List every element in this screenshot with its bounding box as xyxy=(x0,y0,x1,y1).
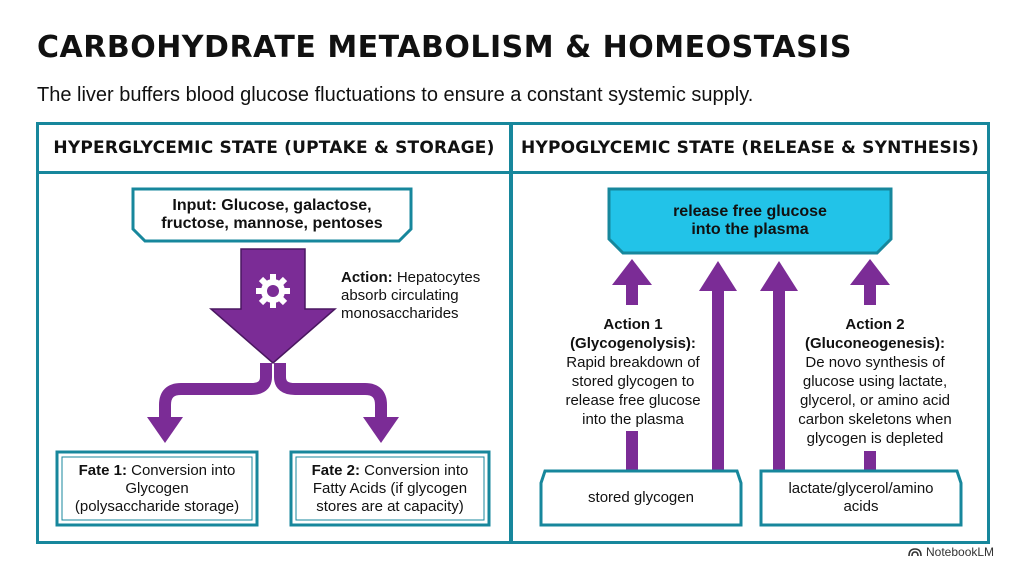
right-diagram-graphics xyxy=(539,187,963,527)
hyperglycemic-panel: HYPERGLYCEMIC STATE (UPTAKE & STORAGE) xyxy=(36,122,512,544)
notebooklm-logo-icon xyxy=(908,548,922,557)
hypoglycemic-panel: HYPOGLYCEMIC STATE (RELEASE & SYNTHESIS)… xyxy=(510,122,990,544)
substrates-box xyxy=(759,469,963,527)
fate1-box-inner xyxy=(61,456,253,521)
uptake-action-text: Action: Hepatocytes absorb circulating m… xyxy=(341,269,481,322)
fate2-text: Fate 2: Conversion into Fatty Acids (if … xyxy=(311,462,469,515)
input-text: Input: Glucose, galactose,fructose, mann… xyxy=(161,197,383,232)
hypoglycemic-header: HYPOGLYCEMIC STATE (RELEASE & SYNTHESIS) xyxy=(513,125,987,174)
gluconeogenesis-release-arrowhead xyxy=(760,261,798,291)
left-diagram-graphics xyxy=(55,187,491,527)
glycogenolysis-arrowhead xyxy=(612,259,652,285)
stored-glycogen-box xyxy=(539,469,743,527)
glycogen-release-arrow-shaft xyxy=(712,287,724,471)
input-box xyxy=(131,187,413,243)
glycogenolysis-text: Action 1 (Glycogenolysis): Rapid breakdo… xyxy=(565,316,701,428)
gluconeogenesis-release-arrow-shaft xyxy=(773,287,785,471)
split-arrowhead-right xyxy=(363,417,399,443)
watermark-text: NotebookLM xyxy=(926,545,995,559)
fate2-box-inner xyxy=(295,456,485,521)
glycogenolysis-arrow-upper xyxy=(626,281,638,305)
gluconeogenesis-text: Action 2 (Gluconeogenesis): De novo synt… xyxy=(798,316,952,447)
split-arrowhead-left xyxy=(147,417,183,443)
fate1-box xyxy=(55,450,259,527)
gluconeogenesis-arrow-upper xyxy=(864,281,876,305)
page-subtitle: The liver buffers blood glucose fluctuat… xyxy=(37,84,754,106)
glycogen-release-arrowhead xyxy=(699,261,737,291)
glycogenolysis-arrow-lower xyxy=(626,431,638,471)
gear-icon xyxy=(256,274,290,308)
gluconeogenesis-arrowhead xyxy=(850,259,890,285)
stored-glycogen-label: stored glycogen xyxy=(588,489,694,506)
fate1-text: Fate 1: Conversion into Glycogen (polysa… xyxy=(74,462,240,515)
fate2-box xyxy=(289,450,491,527)
page-title: CARBOHYDRATE METABOLISM & HOMEOSTASIS xyxy=(37,30,852,65)
output-box xyxy=(607,187,893,255)
watermark: NotebookLM xyxy=(908,545,994,559)
split-arrow-right xyxy=(274,363,387,421)
gluconeogenesis-arrow-lower xyxy=(864,451,876,471)
split-arrow-left xyxy=(159,363,272,421)
hyperglycemic-header: HYPERGLYCEMIC STATE (UPTAKE & STORAGE) xyxy=(39,125,509,174)
